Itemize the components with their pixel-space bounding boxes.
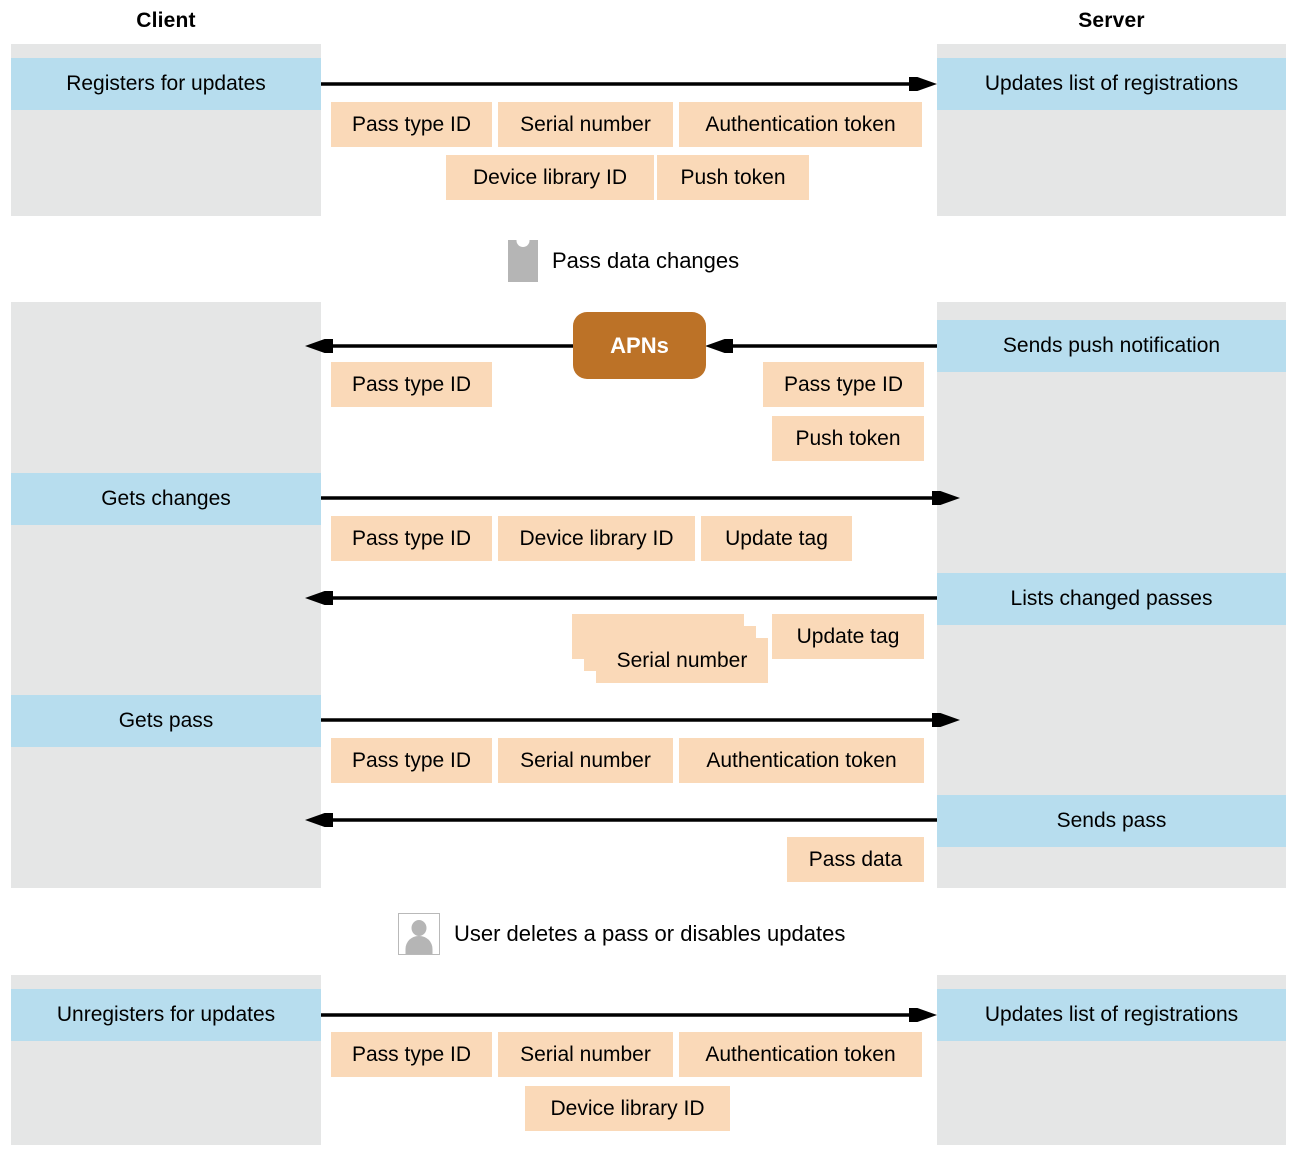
payload-chip: Pass data bbox=[787, 837, 924, 882]
payload-chip: Authentication token bbox=[679, 102, 922, 147]
payload-chip: Serial number bbox=[498, 738, 673, 783]
payload-chip: Device library ID bbox=[446, 155, 654, 200]
pass-icon bbox=[508, 239, 538, 282]
payload-chip: Serial number bbox=[498, 1032, 673, 1077]
payload-chip: Pass type ID bbox=[331, 516, 492, 561]
step-register-server-action: Updates list of registrations bbox=[937, 58, 1286, 110]
payload-chip: Pass type ID bbox=[331, 738, 492, 783]
payload-chip: Authentication token bbox=[679, 738, 924, 783]
arrow-register-client-to-server bbox=[321, 77, 937, 91]
step-push-notification-server-label: Sends push notification bbox=[1002, 334, 1221, 357]
payload-chip-stack-serial-number: Serial number bbox=[572, 614, 768, 683]
step-register-client-label: Registers for updates bbox=[66, 72, 266, 95]
lane-client-main bbox=[11, 302, 321, 888]
payload-chip: Pass type ID bbox=[331, 102, 492, 147]
step-gets-pass-client-action: Gets pass bbox=[11, 695, 321, 747]
column-header-client: Client bbox=[136, 9, 196, 32]
arrow-sends-pass-server-to-client bbox=[305, 813, 937, 827]
step-unregister-server-label: Updates list of registrations bbox=[984, 1003, 1239, 1026]
arrow-unregister-client-to-server bbox=[321, 1008, 937, 1022]
payload-chip: Update tag bbox=[701, 516, 852, 561]
arrow-gets-changes-client-to-server bbox=[321, 491, 960, 505]
event-user-deletes-pass-caption: User deletes a pass or disables updates bbox=[454, 921, 846, 946]
apns-node: APNs bbox=[573, 312, 706, 379]
payload-chip: Authentication token bbox=[679, 1032, 922, 1077]
column-header-server: Server bbox=[1078, 9, 1145, 32]
step-gets-pass-client-label: Gets pass bbox=[118, 709, 214, 732]
step-sends-pass-server-label: Sends pass bbox=[1056, 809, 1167, 832]
payload-chip: Serial number bbox=[498, 102, 673, 147]
payload-chip: Push token bbox=[657, 155, 809, 200]
step-unregister-client-label: Unregisters for updates bbox=[56, 1003, 276, 1026]
step-sends-pass-server-action: Sends pass bbox=[937, 795, 1286, 847]
user-icon bbox=[398, 913, 440, 955]
payload-chip-sheet-front: Serial number bbox=[596, 638, 768, 683]
step-lists-changed-passes-server-label: Lists changed passes bbox=[1010, 587, 1213, 610]
arrow-apns-to-client bbox=[305, 339, 577, 353]
payload-chip: Pass type ID bbox=[331, 1032, 492, 1077]
apns-node-label: APNs bbox=[610, 332, 669, 358]
event-user-deletes-pass: User deletes a pass or disables updates bbox=[398, 913, 845, 955]
event-pass-data-changes-caption: Pass data changes bbox=[552, 248, 740, 273]
arrow-lists-changed-passes-server-to-client bbox=[305, 591, 937, 605]
arrow-gets-pass-client-to-server bbox=[321, 713, 960, 727]
step-register-server-label: Updates list of registrations bbox=[984, 72, 1239, 95]
arrow-server-to-apns bbox=[705, 339, 937, 353]
payload-chip: Push token bbox=[772, 416, 924, 461]
step-lists-changed-passes-server-action: Lists changed passes bbox=[937, 573, 1286, 625]
step-unregister-server-action: Updates list of registrations bbox=[937, 989, 1286, 1041]
payload-chip: Device library ID bbox=[498, 516, 695, 561]
step-unregister-client-action: Unregisters for updates bbox=[11, 989, 321, 1041]
payload-chip: Pass type ID bbox=[763, 362, 924, 407]
payload-chip: Device library ID bbox=[525, 1086, 730, 1131]
payload-chip: Pass type ID bbox=[331, 362, 492, 407]
event-pass-data-changes: Pass data changes bbox=[508, 239, 740, 282]
step-push-notification-server-action: Sends push notification bbox=[937, 320, 1286, 372]
payload-chip: Update tag bbox=[772, 614, 924, 659]
step-gets-changes-client-label: Gets changes bbox=[101, 487, 231, 510]
step-gets-changes-client-action: Gets changes bbox=[11, 473, 321, 525]
step-register-client-action: Registers for updates bbox=[11, 58, 321, 110]
